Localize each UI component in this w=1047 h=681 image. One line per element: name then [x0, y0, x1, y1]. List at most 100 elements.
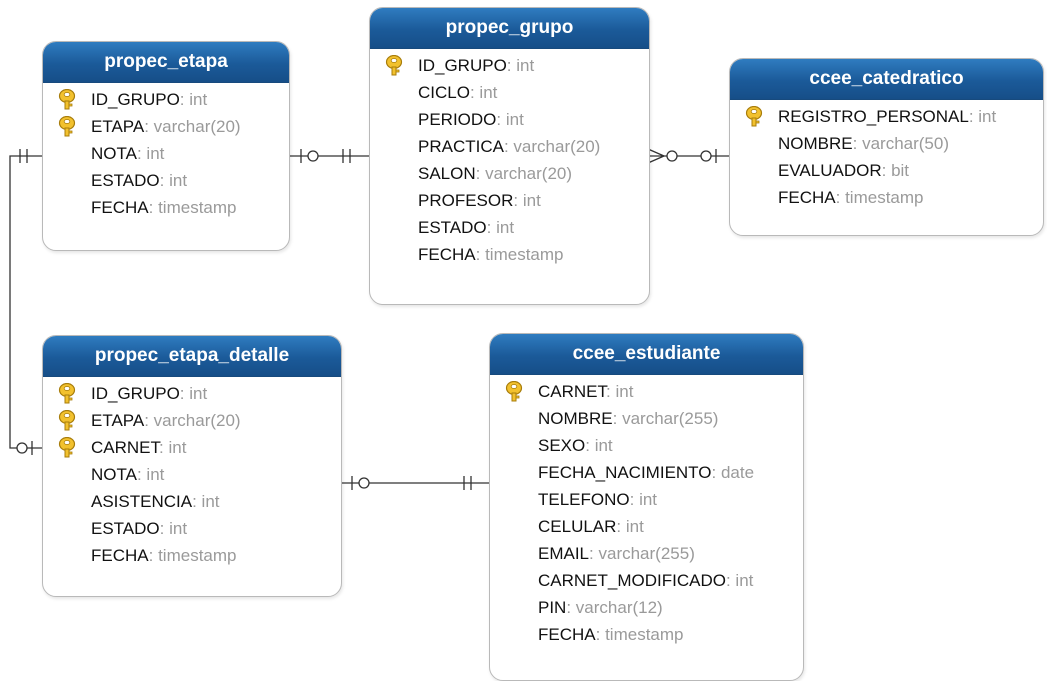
field-row[interactable]: ESTADO: int — [370, 214, 649, 241]
field-row[interactable]: EVALUADOR: bit — [730, 157, 1043, 184]
field-row[interactable]: ETAPA: varchar(20) — [43, 113, 289, 140]
primary-key-icon — [57, 436, 77, 458]
field-row[interactable]: EMAIL: varchar(255) — [490, 540, 803, 567]
field-name: ETAPA — [91, 117, 145, 136]
field-name: ID_GRUPO — [91, 384, 180, 403]
field-row[interactable]: FECHA: timestamp — [43, 194, 289, 221]
field-name: FECHA — [778, 188, 836, 207]
field-type: int — [505, 110, 524, 129]
field-row[interactable]: ESTADO: int — [43, 515, 341, 542]
type-separator: : — [148, 546, 159, 565]
field-type: int — [189, 384, 208, 403]
field-row[interactable]: SEXO: int — [490, 432, 803, 459]
field-row[interactable]: CELULAR: int — [490, 513, 803, 540]
field-type: varchar(20) — [485, 164, 573, 183]
field-name: CARNET — [538, 382, 607, 401]
field-row[interactable]: ID_GRUPO: int — [43, 380, 341, 407]
field-name: ESTADO — [91, 519, 160, 538]
field-row[interactable]: PROFESOR: int — [370, 187, 649, 214]
type-separator: : — [144, 411, 154, 430]
field-row[interactable]: FECHA_NACIMIENTO: date — [490, 459, 803, 486]
field-row[interactable]: CARNET: int — [490, 378, 803, 405]
field-row[interactable]: FECHA: timestamp — [43, 542, 341, 569]
relationship-detalle-estudiante — [340, 476, 489, 490]
type-separator: : — [475, 245, 486, 264]
field-name: FECHA — [418, 245, 476, 264]
field-type: int — [201, 492, 220, 511]
field-row[interactable]: FECHA: timestamp — [370, 241, 649, 268]
field-row[interactable]: TELEFONO: int — [490, 486, 803, 513]
type-separator: : — [711, 463, 721, 482]
field-row[interactable]: ESTADO: int — [43, 167, 289, 194]
type-separator: : — [589, 544, 599, 563]
field-row[interactable]: NOTA: int — [43, 461, 341, 488]
field-name: SEXO — [538, 436, 586, 455]
field-row[interactable]: FECHA: timestamp — [490, 621, 803, 648]
field-type: int — [522, 191, 541, 210]
type-separator: : — [179, 90, 190, 109]
type-separator: : — [616, 517, 626, 536]
field-row[interactable]: SALON: varchar(20) — [370, 160, 649, 187]
type-separator: : — [629, 490, 640, 509]
field-row[interactable]: CARNET: int — [43, 434, 341, 461]
field-name: NOTA — [91, 465, 137, 484]
field-name: ETAPA — [91, 411, 145, 430]
field-type: int — [189, 90, 208, 109]
primary-key-icon — [57, 88, 77, 110]
type-separator: : — [475, 164, 486, 183]
primary-key-icon — [504, 380, 524, 402]
entity-title: propec_etapa_detalle — [43, 336, 341, 377]
field-row[interactable]: CARNET_MODIFICADO: int — [490, 567, 803, 594]
field-type: int — [625, 517, 644, 536]
field-type: int — [146, 465, 165, 484]
field-type: int — [169, 171, 188, 190]
field-name: FECHA — [91, 198, 149, 217]
field-row[interactable]: NOTA: int — [43, 140, 289, 167]
field-type: int — [146, 144, 165, 163]
field-name: ID_GRUPO — [91, 90, 180, 109]
field-name: ESTADO — [418, 218, 487, 237]
field-name: PRACTICA — [418, 137, 504, 156]
entity-title: propec_etapa — [43, 42, 289, 83]
field-name: EMAIL — [538, 544, 590, 563]
field-name: FECHA — [538, 625, 596, 644]
field-row[interactable]: NOMBRE: varchar(255) — [490, 405, 803, 432]
field-row[interactable]: FECHA: timestamp — [730, 184, 1043, 211]
field-name: ID_GRUPO — [418, 56, 507, 75]
field-type: int — [479, 83, 498, 102]
field-name: TELEFONO — [538, 490, 630, 509]
field-type: varchar(20) — [153, 117, 241, 136]
field-row[interactable]: ASISTENCIA: int — [43, 488, 341, 515]
field-type: varchar(12) — [575, 598, 663, 617]
type-separator: : — [968, 107, 979, 126]
field-name: CELULAR — [538, 517, 617, 536]
field-row[interactable]: ETAPA: varchar(20) — [43, 407, 341, 434]
field-name: EVALUADOR — [778, 161, 882, 180]
field-row[interactable]: PERIODO: int — [370, 106, 649, 133]
type-separator: : — [506, 56, 517, 75]
field-row[interactable]: NOMBRE: varchar(50) — [730, 130, 1043, 157]
type-separator: : — [725, 571, 736, 590]
field-row[interactable]: ID_GRUPO: int — [43, 86, 289, 113]
relationship-grupo-catedratico — [647, 148, 729, 164]
field-type: varchar(20) — [153, 411, 241, 430]
field-row[interactable]: REGISTRO_PERSONAL: int — [730, 103, 1043, 130]
field-row[interactable]: ID_GRUPO: int — [370, 52, 649, 79]
primary-key-icon — [744, 105, 764, 127]
type-separator: : — [486, 218, 497, 237]
type-separator: : — [852, 134, 863, 153]
field-name: ASISTENCIA — [91, 492, 193, 511]
field-type: int — [594, 436, 613, 455]
field-name: CARNET — [91, 438, 160, 457]
field-row[interactable]: PIN: varchar(12) — [490, 594, 803, 621]
field-type: varchar(50) — [862, 134, 949, 153]
field-row[interactable]: PRACTICA: varchar(20) — [370, 133, 649, 160]
field-row[interactable]: CICLO: int — [370, 79, 649, 106]
